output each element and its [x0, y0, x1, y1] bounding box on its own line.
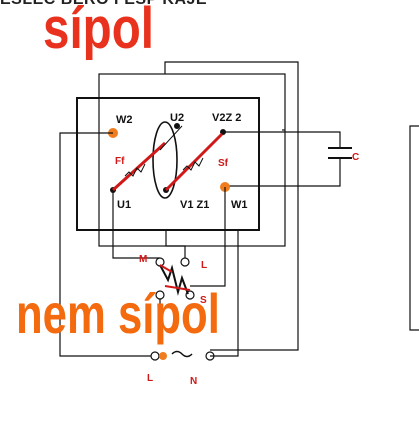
switch-zigzag: [159, 264, 189, 296]
label-switch-m: M: [139, 254, 147, 265]
ac-tilde-icon: [171, 350, 193, 358]
winding-ff-zigzag: [124, 163, 146, 177]
label-v2z2: V2Z 2: [212, 112, 241, 124]
label-ff: Ff: [115, 156, 125, 167]
wire-n: [210, 315, 239, 357]
link-slot: [152, 121, 178, 199]
winding-sf: [164, 132, 224, 192]
winding-ff: [111, 141, 167, 192]
winding-sf-zigzag: [182, 157, 204, 171]
wire-w2-to-l: [59, 132, 155, 357]
adjacent-panel-edge: [409, 125, 419, 331]
cropped-caption: ESLEC BERO FESP KAJE: [0, 0, 207, 9]
switch-contact-l: [180, 257, 190, 267]
label-mains-n: N: [190, 376, 197, 387]
cap-wire-bottom: [225, 158, 341, 187]
label-mains-l: L: [147, 373, 153, 384]
label-capacitor: C: [352, 152, 359, 163]
switch-red-arm: [159, 264, 173, 273]
wire-u1-to-m: [112, 230, 160, 259]
wire-v1-to-l: [165, 230, 186, 262]
label-switch-s: S: [200, 295, 207, 306]
label-switch-l: L: [201, 260, 207, 271]
terminal-u2: [174, 123, 180, 129]
wire-top-right: [164, 61, 299, 351]
terminal-box: [76, 97, 260, 231]
mains-l-contact: [150, 351, 160, 361]
cap-wire-top: [222, 131, 341, 148]
switch-contact-m: [155, 257, 165, 267]
label-u1: U1: [117, 199, 131, 211]
frame-outline: [98, 73, 286, 247]
overlay-label-bottom: nem sípol: [16, 282, 220, 345]
link-line: [159, 125, 183, 151]
mains-dot: [159, 352, 167, 360]
label-w1: W1: [231, 199, 248, 211]
overlay-label-top: sípol: [43, 0, 154, 61]
label-v1z1: V1 Z1: [180, 199, 209, 211]
label-u2: U2: [170, 112, 184, 124]
label-w2: W2: [116, 114, 133, 126]
switch-red-arm-2: [164, 285, 191, 291]
label-sf: Sf: [218, 158, 229, 169]
wire-w1-to-s: [190, 187, 226, 287]
